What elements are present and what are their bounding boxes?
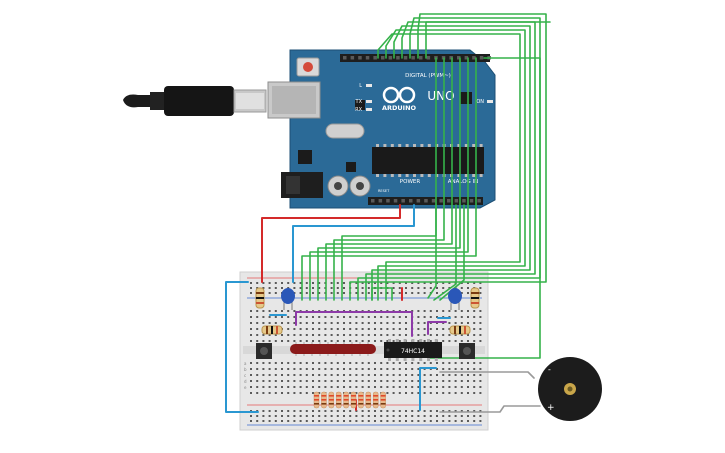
svg-text:c: c (244, 373, 246, 378)
digital-header (340, 54, 490, 62)
analog-header-label: ANALOG IN (448, 179, 479, 185)
resistor-left (255, 287, 265, 309)
pushbutton-right[interactable] (459, 343, 475, 359)
arduino-model: UNO (427, 89, 454, 103)
components: 74HC14 (255, 287, 480, 409)
svg-text:e: e (244, 385, 247, 390)
atmega-chip (372, 147, 484, 174)
buzzer-plus-label: + (547, 403, 555, 413)
wire-gnd (292, 204, 415, 283)
buzzer-wire-pos (439, 405, 541, 413)
capacitor-right (448, 288, 462, 310)
led-l-label: L (359, 83, 362, 89)
piezo-buzzer: - + (538, 357, 602, 421)
buzzer-minus-label: - (548, 365, 551, 374)
resistor-mid-left (261, 325, 283, 335)
pushbutton-left[interactable] (256, 343, 272, 359)
usb-cable (123, 86, 267, 116)
chip-label: 74HC14 (401, 348, 425, 355)
led-tx-label: TX (355, 99, 363, 105)
arduino-logo-icon (382, 86, 416, 104)
svg-text:b: b (244, 367, 247, 372)
row-letters: a b c d e (244, 361, 247, 390)
svg-text:d: d (244, 379, 247, 384)
led-rx-label: RX (355, 107, 362, 113)
ic-74hc14: 74HC14 (384, 342, 442, 358)
led-on-label: ON (476, 99, 484, 105)
capacitor-left (281, 288, 295, 310)
resistor-mid-right (449, 325, 471, 335)
green-wire-bundle (301, 13, 551, 359)
reset-pin-label: RESET (378, 189, 390, 193)
svg-text:a: a (244, 361, 247, 366)
buzzer-wire-neg (439, 371, 535, 379)
digital-header-label: DIGITAL (PWM~) (405, 73, 451, 79)
resistor-array (313, 391, 386, 409)
arduino-brand: ARDUINO (382, 104, 417, 112)
wires (225, 13, 551, 413)
power-header-label: POWER (400, 179, 421, 185)
led-bar-graph (290, 344, 376, 354)
resistor-right (470, 287, 480, 309)
wire-5v (261, 204, 401, 283)
wire-signal-purple (295, 311, 413, 337)
arduino-uno-board: L TX RX ON ARDUINO UNO DIGITAL (PWM~) PO… (267, 49, 496, 209)
